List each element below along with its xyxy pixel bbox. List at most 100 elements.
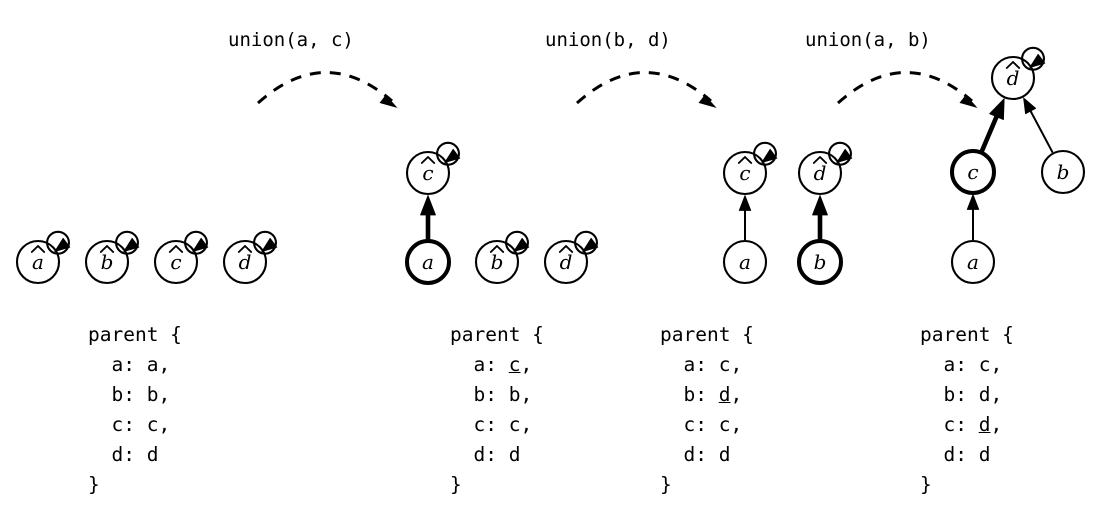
- parent-entry-key: c: [943, 413, 956, 436]
- parent-entry-d: d: d: [660, 440, 754, 470]
- parent-entry-comma: ,: [730, 383, 743, 406]
- parent-entry-key: c: [111, 413, 124, 436]
- operation-label-2: union(b, d): [545, 29, 671, 51]
- node-b: b: [1040, 149, 1086, 195]
- parent-entry-value: d: [978, 443, 991, 466]
- parent-entry-key: b: [683, 383, 696, 406]
- node-b: b: [84, 230, 140, 285]
- node-label-a: a: [739, 250, 751, 274]
- parent-entry-separator: :: [485, 383, 509, 406]
- parent-entry-key: c: [683, 413, 696, 436]
- node-b: b: [474, 230, 530, 285]
- parent-entry-key: d: [943, 443, 956, 466]
- parent-entry-value: d: [508, 443, 521, 466]
- node-label-b: b: [1057, 160, 1070, 184]
- parent-map-header: parent {: [660, 323, 754, 346]
- panel-4-parent-map: parent { a: c, b: d, c: d, d: d}: [920, 320, 1014, 500]
- parent-entry-a: a: c,: [450, 350, 544, 380]
- node-d: d: [222, 230, 278, 285]
- parent-entry-separator: :: [485, 353, 509, 376]
- parent-entry-key: d: [473, 443, 486, 466]
- parent-entry-b: b: d,: [920, 380, 1014, 410]
- parent-map-footer: }: [660, 473, 672, 496]
- node-label-c: c: [170, 250, 181, 274]
- parent-entry-a: a: a,: [88, 350, 182, 380]
- parent-entry-comma: ,: [158, 413, 171, 436]
- parent-entry-key: a: [473, 353, 486, 376]
- parent-entry-c: c: c,: [450, 410, 544, 440]
- edge-c-to-d: [979, 98, 1005, 153]
- node-label-a: a: [422, 250, 434, 274]
- parent-entry-value: d: [978, 383, 991, 406]
- transition-arrow-3: [836, 71, 978, 108]
- edge-b-to-d: [812, 195, 828, 240]
- node-label-d: d: [560, 250, 573, 274]
- parent-entry-value: c: [508, 413, 521, 436]
- parent-entry-d: d: d: [450, 440, 544, 470]
- node-a: a: [15, 230, 71, 285]
- node-label-d: d: [239, 250, 252, 274]
- node-label-c: c: [739, 161, 750, 185]
- parent-entry-comma: ,: [520, 353, 533, 376]
- parent-entry-comma: ,: [990, 413, 1003, 436]
- transition-arrow-2: [575, 71, 717, 108]
- parent-map-footer: }: [88, 473, 100, 496]
- parent-entry-d: d: d: [88, 440, 182, 470]
- parent-entry-comma: ,: [990, 383, 1003, 406]
- node-label-d: d: [1007, 66, 1020, 90]
- parent-entry-value: c: [508, 353, 521, 376]
- parent-entry-value: d: [718, 383, 731, 406]
- parent-entry-value: c: [978, 353, 991, 376]
- parent-entry-comma: ,: [990, 353, 1003, 376]
- parent-entry-separator: :: [485, 413, 509, 436]
- parent-entry-value: c: [718, 413, 731, 436]
- panel-1-parent-map: parent { a: a, b: b, c: c, d: d}: [88, 320, 182, 500]
- parent-map-header: parent {: [88, 323, 182, 346]
- parent-entry-separator: :: [485, 443, 509, 466]
- parent-entry-value: c: [718, 353, 731, 376]
- parent-map-header: parent {: [450, 323, 544, 346]
- parent-entry-value: b: [146, 383, 159, 406]
- parent-entry-comma: ,: [520, 383, 533, 406]
- edge-a-to-c: [738, 195, 752, 240]
- panel-1-graph: a b c d: [15, 230, 278, 285]
- node-a: a: [722, 239, 768, 285]
- node-label-b: b: [101, 250, 114, 274]
- parent-entry-value: d: [146, 443, 159, 466]
- parent-entry-key: b: [111, 383, 124, 406]
- parent-entry-separator: :: [695, 443, 719, 466]
- parent-entry-separator: :: [695, 413, 719, 436]
- parent-entry-value: b: [508, 383, 521, 406]
- node-label-c: c: [967, 160, 978, 184]
- parent-map-footer: }: [920, 473, 932, 496]
- parent-entry-b: b: b,: [450, 380, 544, 410]
- operation-label-3: union(a, b): [805, 29, 931, 51]
- node-d: d: [543, 230, 599, 285]
- node-b: b: [797, 239, 843, 285]
- parent-map-footer: }: [450, 473, 462, 496]
- node-c: c: [153, 230, 209, 285]
- parent-entry-value: d: [718, 443, 731, 466]
- parent-entry-key: a: [943, 353, 956, 376]
- parent-entry-c: c: c,: [660, 410, 754, 440]
- node-a: a: [405, 239, 451, 285]
- panel-3-parent-map: parent { a: c, b: d, c: c, d: d}: [660, 320, 754, 500]
- parent-entry-comma: ,: [730, 353, 743, 376]
- parent-entry-a: a: c,: [660, 350, 754, 380]
- parent-entry-c: c: c,: [88, 410, 182, 440]
- parent-map-header: parent {: [920, 323, 1014, 346]
- parent-entry-value: c: [146, 413, 159, 436]
- parent-entry-separator: :: [123, 353, 147, 376]
- parent-entry-key: b: [943, 383, 956, 406]
- parent-entry-value: d: [978, 413, 991, 436]
- parent-entry-key: b: [473, 383, 486, 406]
- parent-entry-separator: :: [123, 413, 147, 436]
- edge-a-to-c: [420, 195, 436, 240]
- parent-entry-comma: ,: [520, 413, 533, 436]
- parent-entry-comma: ,: [158, 353, 171, 376]
- node-c: c: [950, 149, 996, 195]
